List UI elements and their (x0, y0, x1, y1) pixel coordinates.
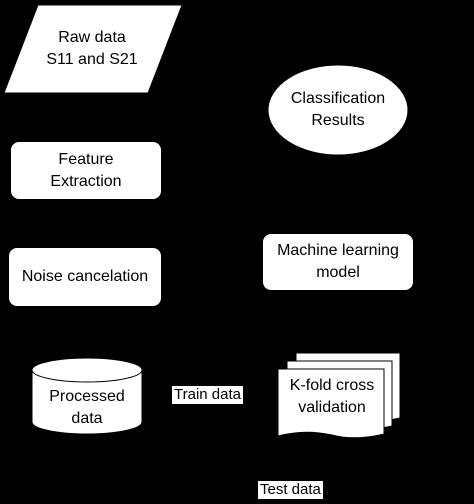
processed-data-label: Processed data (49, 388, 125, 427)
kfold-shape (277, 352, 401, 439)
raw-data-label: Raw data S11 and S21 (46, 29, 138, 68)
train-data-label: Train data (172, 386, 243, 404)
kfold-label: K-fold cross validation (289, 377, 375, 416)
classification-results-shape (267, 64, 409, 156)
classification-results-label: Classification Results (290, 90, 386, 129)
test-data-label: Test data (258, 481, 323, 499)
noise-cancelation-box: Noise cancelation (9, 248, 161, 306)
raw-data-shape (3, 4, 183, 94)
processed-data-shape (31, 357, 143, 435)
ml-model-box: Machine learning model (263, 234, 413, 290)
feature-extraction-box: Feature Extraction (11, 142, 161, 199)
